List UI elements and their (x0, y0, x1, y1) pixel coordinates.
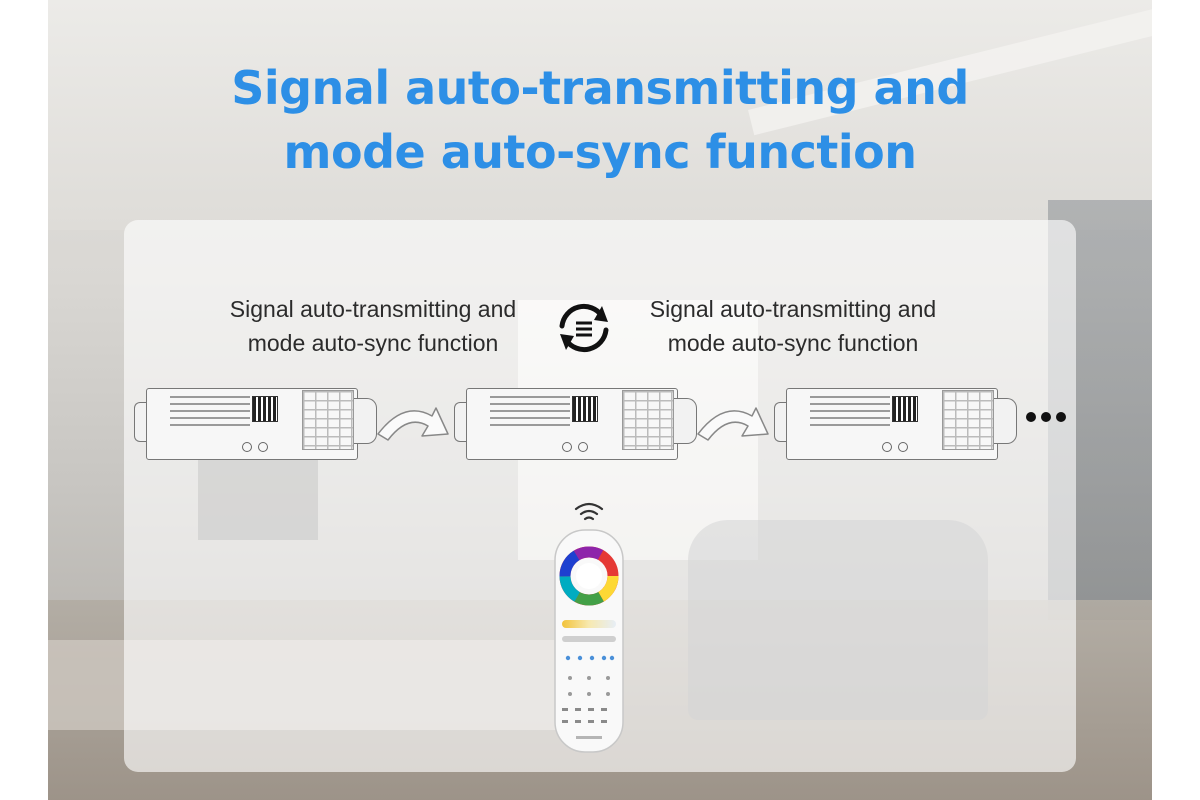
caption-right-line-1: Signal auto-transmitting and (649, 296, 937, 322)
caption-left-line-2: mode auto-sync function (247, 330, 499, 356)
label-print (170, 396, 250, 431)
remote-control (554, 502, 624, 753)
label-print (810, 396, 890, 431)
wireless-signal-icon (574, 502, 604, 521)
qr-code (572, 396, 598, 422)
caption-left: Signal auto-transmitting and mode auto-s… (208, 292, 538, 360)
led-controller-2 (454, 384, 704, 462)
headline: Signal auto-transmitting and mode auto-s… (48, 56, 1152, 184)
mounting-tab-right (994, 398, 1017, 444)
wire-terminals (622, 390, 674, 450)
headline-line-2: mode auto-sync function (283, 125, 917, 179)
mode-buttons (565, 655, 615, 661)
controller-button (898, 442, 908, 452)
zone-buttons (562, 708, 607, 723)
caption-right-line-2: mode auto-sync function (667, 330, 919, 356)
caption-left-line-1: Signal auto-transmitting and (229, 296, 517, 322)
controller-button (562, 442, 572, 452)
mounting-tab-right (674, 398, 697, 444)
curved-arrow-icon (697, 407, 769, 441)
mounting-tab-right (354, 398, 377, 444)
controller-button (258, 442, 268, 452)
ceiling (48, 0, 1152, 230)
led-controller-1 (134, 384, 384, 462)
label-print (490, 396, 570, 431)
remote-logo (576, 736, 602, 739)
led-controller-3 (774, 384, 1024, 462)
qr-code (252, 396, 278, 422)
wire-terminals (942, 390, 994, 450)
sync-icon (559, 304, 609, 352)
caption-right: Signal auto-transmitting and mode auto-s… (628, 292, 958, 360)
function-buttons (568, 676, 610, 696)
curved-arrow-icon (377, 407, 449, 441)
wire-terminals (302, 390, 354, 450)
headline-line-1: Signal auto-transmitting and (231, 61, 969, 115)
white-temp-slider (562, 620, 616, 628)
controller-button (882, 442, 892, 452)
controller-button (242, 442, 252, 452)
brightness-slider (562, 636, 616, 642)
controller-button (578, 442, 588, 452)
qr-code (892, 396, 918, 422)
ellipsis-icon (1026, 412, 1066, 422)
